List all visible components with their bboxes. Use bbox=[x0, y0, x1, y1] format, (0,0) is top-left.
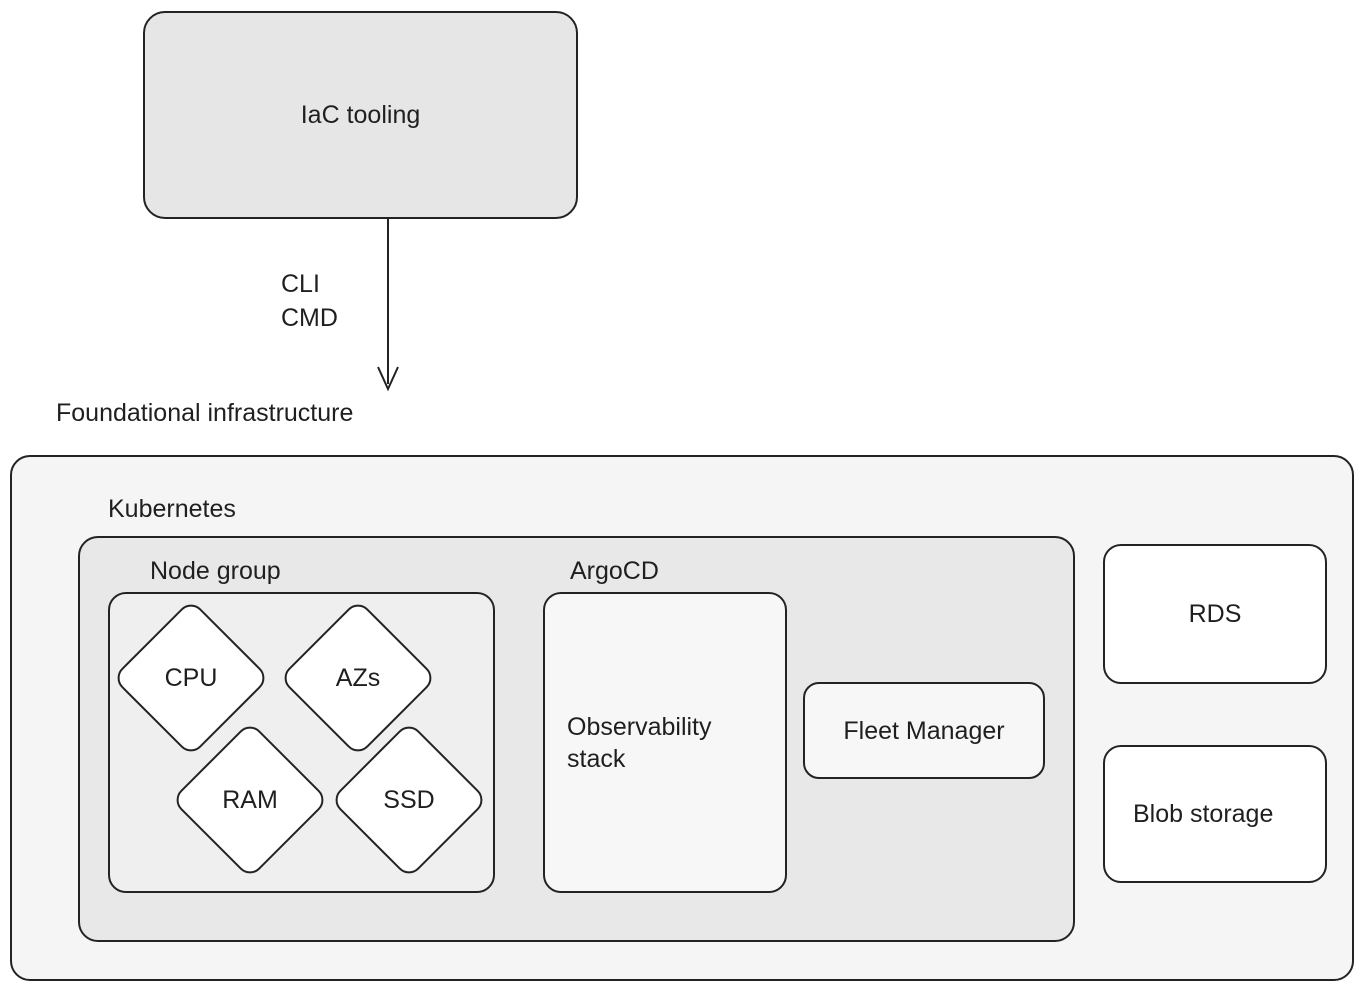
caption-argocd: ArgoCD bbox=[570, 557, 659, 585]
node-iac-tooling[interactable]: IaC tooling bbox=[143, 11, 578, 219]
node-observability-stack[interactable]: Observability stack bbox=[543, 592, 787, 893]
caption-kubernetes: Kubernetes bbox=[108, 495, 236, 523]
node-rds[interactable]: RDS bbox=[1103, 544, 1327, 684]
node-rds-label: RDS bbox=[1188, 600, 1242, 628]
node-fleet-manager-label: Fleet Manager bbox=[843, 716, 1005, 745]
node-iac-tooling-label: IaC tooling bbox=[300, 101, 421, 129]
caption-node-group: Node group bbox=[150, 557, 281, 585]
node-blob-storage-label: Blob storage bbox=[1133, 800, 1274, 828]
edge-label-cli-cmd: CLI CMD bbox=[281, 270, 338, 332]
node-blob-storage[interactable]: Blob storage bbox=[1103, 745, 1327, 883]
caption-foundational-infrastructure: Foundational infrastructure bbox=[56, 399, 354, 427]
node-fleet-manager[interactable]: Fleet Manager bbox=[803, 682, 1045, 779]
down-arrow-icon bbox=[377, 219, 399, 392]
node-observability-stack-label: Observability stack bbox=[567, 712, 712, 773]
